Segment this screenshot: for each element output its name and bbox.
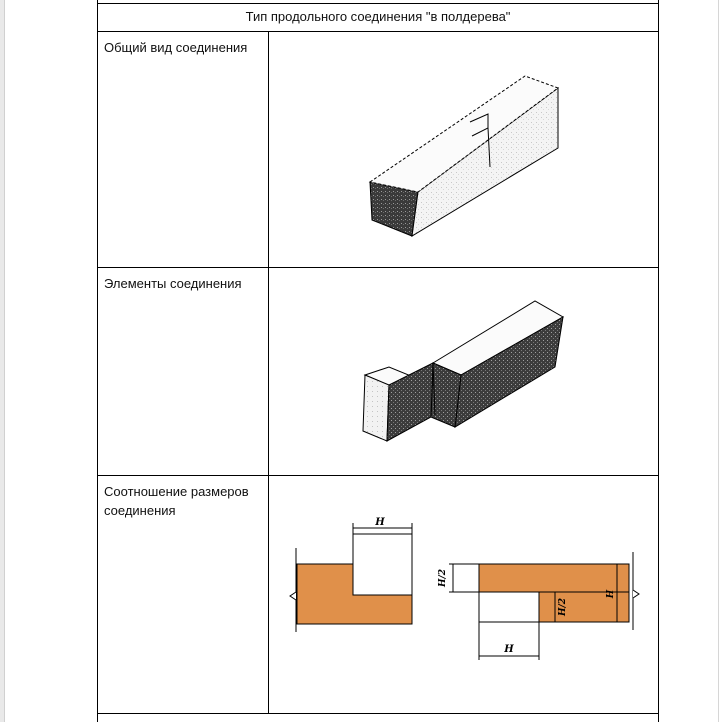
dimension-label-h: H	[374, 517, 385, 528]
table-header: Тип продольного соединения "в полдерева"	[245, 9, 511, 24]
dimension-label-h-side: H	[606, 589, 616, 599]
table-column-divider	[268, 32, 269, 713]
row-divider-2	[97, 267, 659, 268]
joint-table: Тип продольного соединения "в полдерева"…	[97, 0, 659, 722]
dimension-label-h-bottom: H	[503, 644, 514, 655]
page-gutter-left	[0, 0, 5, 722]
row-label-dimension-ratio: Соотношение размеров соединения	[104, 484, 249, 518]
page-gutter-right	[718, 0, 726, 722]
row-label-general-view: Общий вид соединения	[104, 40, 248, 55]
joint-general-view-figure	[368, 75, 560, 237]
dimension-label-h-half-outer: H/2	[438, 569, 448, 588]
dimension-ratio-figure: H H/2 H/2 H H	[289, 517, 640, 660]
table-left-border	[97, 0, 98, 722]
table-right-border	[658, 0, 659, 722]
row-label-joint-elements: Элементы соединения	[104, 276, 242, 291]
row-divider-4	[97, 713, 659, 714]
dimension-label-h-half-inner: H/2	[558, 598, 568, 617]
joint-elements-figure	[362, 300, 565, 442]
row-divider-3	[97, 475, 659, 476]
row-divider-0	[97, 3, 659, 4]
row-divider-1	[97, 31, 659, 32]
